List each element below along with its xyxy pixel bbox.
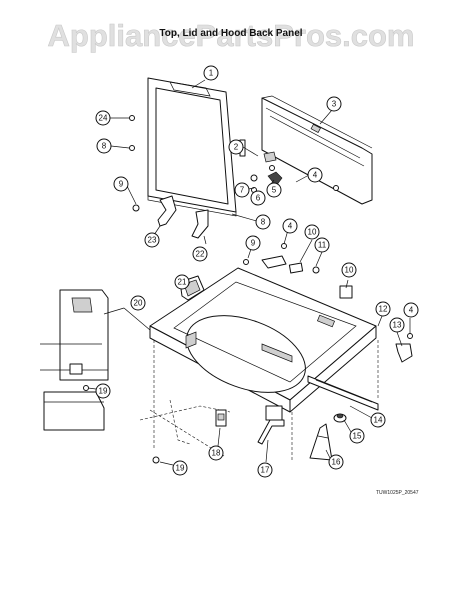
callout-12-label: 12 [379, 305, 388, 314]
hinge-bracket [395, 333, 413, 363]
callout-7-label: 7 [240, 186, 245, 195]
callout-19-lower-label: 19 [176, 464, 185, 473]
callout-10-lower: 10 [341, 262, 357, 278]
callout-13: 13 [389, 317, 405, 333]
callout-23-label: 23 [148, 236, 157, 245]
callout-17-label: 17 [261, 466, 270, 475]
callout-9-left: 9 [113, 176, 129, 192]
latch [215, 409, 227, 427]
mounting-bracket-right [309, 423, 333, 461]
callout-4-mid-label: 4 [288, 222, 293, 231]
callout-9-right-label: 9 [251, 239, 256, 248]
callout-21: 21 [174, 274, 190, 290]
mounting-bracket-left [257, 405, 285, 445]
callout-17: 17 [257, 462, 273, 478]
grommet [333, 413, 347, 423]
callout-9-left-label: 9 [119, 180, 124, 189]
callout-24-label: 24 [99, 114, 108, 123]
callout-13-label: 13 [393, 321, 402, 330]
callout-19-upper: 19 [95, 383, 111, 399]
drawing-reference: TUW1025P_20547 [376, 490, 419, 496]
callout-4-right-label: 4 [409, 306, 414, 315]
callout-19-lower: 19 [172, 460, 188, 476]
callout-18: 18 [208, 445, 224, 461]
callout-3-label: 3 [332, 100, 337, 109]
front-rail [307, 375, 379, 411]
lid-screws [129, 115, 140, 212]
callout-22-label: 22 [196, 250, 205, 259]
callout-1-label: 1 [209, 69, 214, 78]
callout-16-label: 16 [332, 458, 341, 467]
callout-8-upper-label: 8 [102, 142, 107, 151]
callout-11-label: 11 [318, 241, 327, 250]
callout-15: 15 [349, 428, 365, 444]
callout-3: 3 [326, 96, 342, 112]
callout-12: 12 [375, 301, 391, 317]
callout-2-label: 2 [234, 143, 239, 152]
lid-hinge-left [157, 195, 177, 227]
callout-4-top: 4 [307, 167, 323, 183]
callout-1: 1 [203, 65, 219, 81]
callout-4-right: 4 [403, 302, 419, 318]
callout-8-lower: 8 [255, 214, 271, 230]
callout-19-upper-label: 19 [99, 387, 108, 396]
callout-6: 6 [250, 190, 266, 206]
callout-8-upper: 8 [96, 138, 112, 154]
diagram-title: Top, Lid and Hood Back Panel [159, 28, 302, 39]
callout-18-label: 18 [212, 449, 221, 458]
callout-20-label: 20 [134, 299, 143, 308]
callout-10-upper: 10 [304, 224, 320, 240]
callout-6-label: 6 [256, 194, 261, 203]
hood-back-panel [261, 95, 373, 205]
watermark: AppliancePartsPros.com [48, 18, 415, 53]
callout-5-label: 5 [272, 186, 277, 195]
callout-4-top-label: 4 [313, 171, 318, 180]
lid-hinge-right [191, 209, 209, 239]
callout-23: 23 [144, 232, 160, 248]
callout-8-lower-label: 8 [261, 218, 266, 227]
callout-14: 14 [370, 412, 386, 428]
callout-20: 20 [130, 295, 146, 311]
callout-11: 11 [314, 237, 330, 253]
callout-10-upper-label: 10 [308, 228, 317, 237]
callout-4-mid: 4 [282, 218, 298, 234]
callout-9-right: 9 [245, 235, 261, 251]
callout-14-label: 14 [374, 416, 383, 425]
callout-16: 16 [328, 454, 344, 470]
callout-24: 24 [95, 110, 111, 126]
cabinet-corner-detail [40, 289, 109, 431]
callout-22: 22 [192, 246, 208, 262]
callout-21-label: 21 [178, 278, 187, 287]
screws-19 [83, 385, 160, 464]
callout-7: 7 [234, 182, 250, 198]
lid-frame [147, 77, 237, 217]
top-panel [149, 267, 377, 413]
callout-2: 2 [228, 139, 244, 155]
callout-15-label: 15 [353, 432, 362, 441]
callout-5: 5 [266, 182, 282, 198]
callout-10-lower-label: 10 [345, 266, 354, 275]
